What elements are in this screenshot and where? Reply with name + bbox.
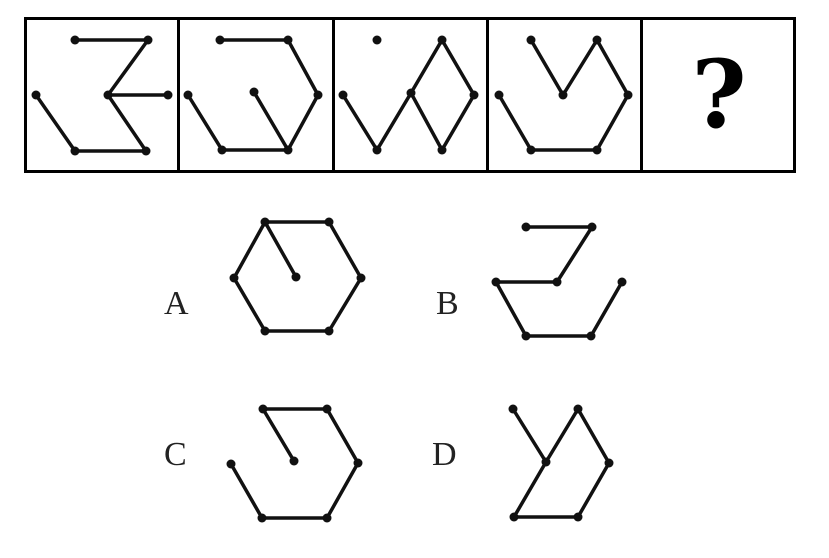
panel-divider: [177, 17, 180, 173]
option-c-label[interactable]: C: [164, 436, 187, 473]
option-b-label[interactable]: B: [436, 285, 459, 322]
option-d-label[interactable]: D: [432, 436, 457, 473]
panel-divider: [486, 17, 489, 173]
panel-divider: [640, 17, 643, 173]
panel-divider: [332, 17, 335, 173]
missing-figure-mark: ?: [691, 40, 747, 150]
option-a-label[interactable]: A: [164, 285, 189, 322]
